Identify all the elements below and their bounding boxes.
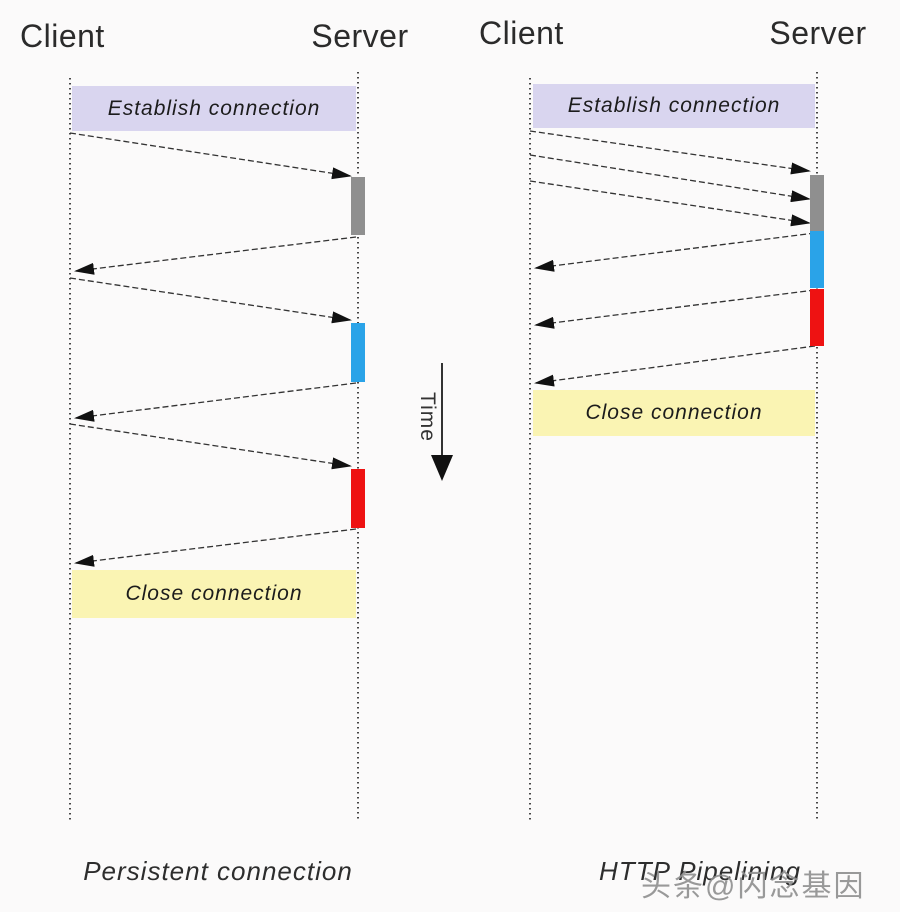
right-server-heading: Server bbox=[769, 15, 867, 51]
left-diagram-caption: Persistent connection bbox=[83, 856, 353, 886]
right-response-arrow-2 bbox=[534, 289, 816, 329]
time-arrowhead-icon bbox=[431, 455, 453, 481]
right-request-arrow-3 bbox=[529, 180, 811, 227]
time-axis-label: Time bbox=[416, 392, 439, 442]
right-close-connection-box: Close connection bbox=[533, 390, 815, 436]
left-establish-connection-box: Establish connection bbox=[72, 86, 356, 131]
right-processing-bar-red bbox=[810, 289, 824, 346]
right-request-arrow-2 bbox=[529, 154, 811, 203]
right-processing-bar-blue bbox=[810, 231, 824, 288]
left-establish-connection-label: Establish connection bbox=[107, 96, 321, 120]
right-response-arrow-1 bbox=[534, 232, 816, 272]
left-response-arrow-3 bbox=[74, 528, 357, 567]
right-close-connection-label: Close connection bbox=[585, 401, 763, 424]
right-request-arrow-1 bbox=[529, 130, 811, 175]
left-client-heading: Client bbox=[20, 18, 105, 54]
left-close-connection-box: Close connection bbox=[72, 570, 356, 618]
left-request-arrow-1 bbox=[69, 132, 352, 180]
left-processing-bar-red bbox=[351, 469, 365, 528]
left-server-heading: Server bbox=[311, 18, 409, 54]
watermark-text: 头条@闪念基因 bbox=[641, 870, 866, 903]
left-request-arrow-3 bbox=[69, 423, 352, 470]
left-request-arrow-2 bbox=[69, 277, 352, 324]
left-response-arrow-2 bbox=[74, 382, 357, 422]
right-establish-connection-label: Establish connection bbox=[567, 94, 781, 117]
left-processing-bar-blue bbox=[351, 323, 365, 382]
left-close-connection-label: Close connection bbox=[125, 582, 303, 605]
right-diagram-caption: HTTP Pipelining bbox=[599, 856, 801, 886]
right-processing-bar-gray bbox=[810, 175, 824, 231]
time-axis-arrow bbox=[431, 363, 453, 481]
right-client-heading: Client bbox=[479, 15, 564, 51]
left-processing-bar-gray bbox=[351, 177, 365, 235]
right-response-arrow-3 bbox=[534, 345, 816, 387]
left-response-arrow-1 bbox=[74, 236, 357, 275]
right-establish-connection-box: Establish connection bbox=[533, 84, 815, 128]
